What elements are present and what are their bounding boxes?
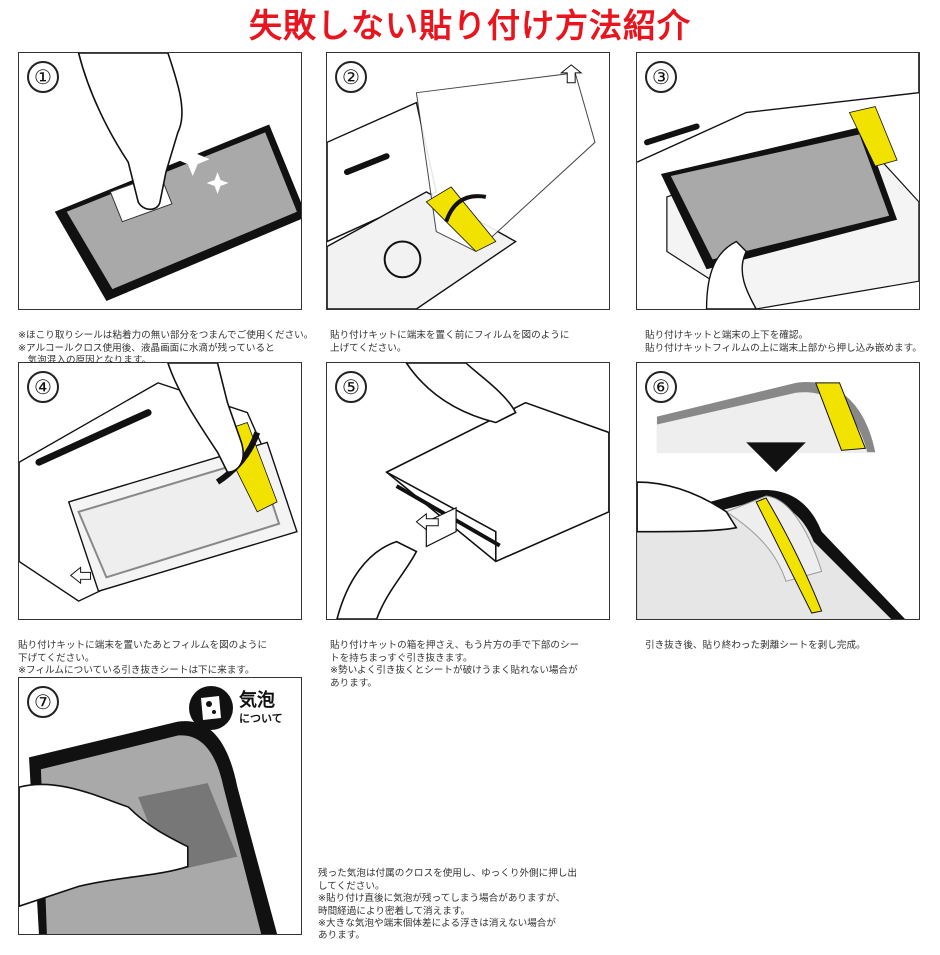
step-2-number: ②: [335, 61, 367, 93]
step-2-illustration: [327, 64, 596, 309]
step-1-panel: ①: [18, 52, 302, 310]
step-4-panel: ④: [18, 362, 302, 620]
kit-slot: [644, 123, 700, 146]
camera-ring: [383, 240, 422, 279]
step-5-illustration: [336, 363, 609, 619]
hand-icon: [77, 53, 183, 211]
kit-slot: [343, 153, 390, 176]
hand-pulling-icon: [336, 540, 418, 619]
step-4-illustration: [19, 363, 298, 602]
kit-box: [385, 401, 609, 563]
step-6-panel: ⑥: [636, 362, 920, 620]
film-sheet: [415, 72, 596, 253]
pull-sheet: [425, 506, 457, 548]
step-5-panel: ⑤: [326, 362, 610, 620]
step-2-panel: ②: [326, 52, 610, 310]
step-1-caption: ※ほこり取りシールは粘着力の無い部分をつまんでご使用ください。※アルコールクロス…: [18, 330, 314, 367]
step-1-illustration: [54, 53, 301, 302]
hand-icon: [167, 363, 244, 473]
bubble-badge: 気泡 について: [189, 686, 297, 732]
lift-arrow-icon: [444, 194, 487, 223]
bubble-info-icon: [189, 686, 233, 730]
hand-icon: [637, 481, 738, 533]
bubble-badge-title: 気泡: [239, 690, 275, 711]
up-arrow-icon: [559, 64, 583, 84]
step-7-illustration: [19, 721, 278, 934]
hand-icon: [405, 363, 517, 424]
pull-arrow-icon: [69, 566, 92, 585]
down-triangle-icon: [746, 442, 806, 473]
film-tab-yellow: [848, 106, 898, 167]
screen-top: [656, 392, 868, 453]
step-3-number: ③: [645, 61, 677, 93]
bubble-badge-subtitle: について: [239, 712, 283, 725]
film-tab-yellow: [425, 186, 497, 252]
kit-slot: [35, 409, 152, 466]
hand-icon: [705, 240, 757, 309]
step-6-number: ⑥: [645, 371, 677, 403]
step-3-panel: ③: [636, 52, 920, 310]
step-7-caption: 残った気泡は付属のクロスを使用し、ゆっくり外側に押し出してください。※貼り付け直…: [318, 868, 578, 942]
step-1-number: ①: [27, 61, 59, 93]
pull-arrow-icon: [415, 512, 439, 531]
step-4-number: ④: [27, 371, 59, 403]
step-3-illustration: [637, 53, 919, 309]
step-4-caption: 貼り付けキットに端末を置いたあとフィルムを図のように下げてください。※フィルムに…: [18, 640, 268, 677]
page-title: 失敗しない貼り付け方法紹介: [249, 6, 691, 45]
tablet-screen: [66, 132, 297, 290]
tablet-screen: [77, 457, 281, 579]
sparkle-small-icon: [206, 172, 229, 194]
step-2-caption: 貼り付けキットに端末を置く前にフィルムを図のように上げてください。: [330, 330, 570, 354]
step-5-number: ⑤: [335, 371, 367, 403]
sparkle-icon: [175, 142, 210, 177]
hand-icon: [19, 783, 189, 908]
step-5-caption: 貼り付けキットの箱を押さえ、もう片方の手で下部のシートを持ちまっすぐ引き抜きます…: [330, 640, 580, 689]
film-tab-yellow: [814, 382, 867, 451]
step-6-caption: 引き抜き後、貼り終わった剥離シートを剥し完成。: [645, 640, 866, 652]
release-tab-yellow: [755, 497, 823, 614]
step-7-number: ⑦: [27, 686, 59, 718]
tablet-screen: [670, 134, 890, 260]
step-6-illustration: [637, 382, 906, 619]
step-7-panel: ⑦ 気泡 について: [18, 677, 302, 935]
step-3-caption: 貼り付けキットと端末の上下を確認。貼り付けキットフィルムの上に端末上部から押し込…: [645, 330, 922, 354]
